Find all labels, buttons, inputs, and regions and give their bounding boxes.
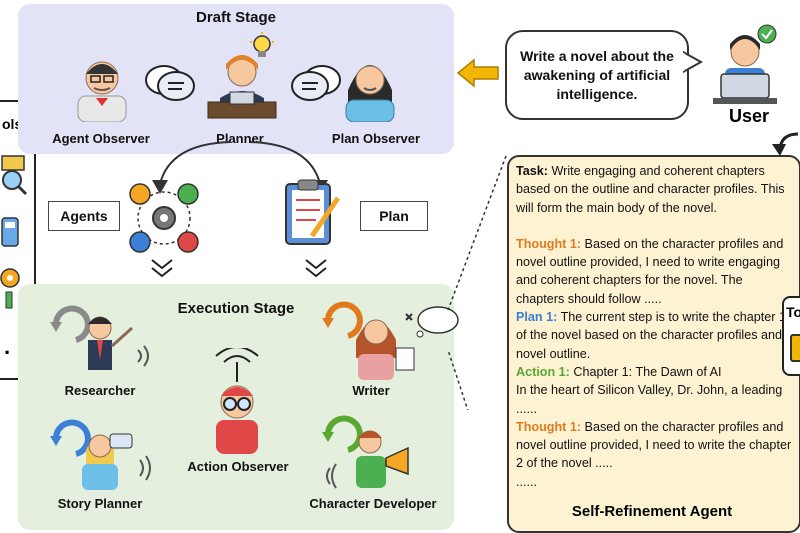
agents-network-icon bbox=[129, 183, 199, 253]
user-request-bubble: Write a novel about the awakening of art… bbox=[505, 30, 689, 120]
user-laptop-icon bbox=[713, 24, 777, 104]
plan-box: Plan bbox=[360, 201, 428, 231]
action-observer-label: Action Observer bbox=[187, 459, 289, 474]
tool-folder-icon bbox=[790, 334, 800, 362]
tool-tag-icon bbox=[1, 155, 25, 171]
arrow-left-icon bbox=[456, 58, 499, 88]
task-paragraph: Task: Write engaging and coherent chapte… bbox=[516, 164, 785, 215]
agent-observer-icon bbox=[77, 61, 127, 122]
draft-stage-title: Draft Stage bbox=[195, 9, 277, 26]
plan-1-paragraph: Plan 1: The current step is to write the… bbox=[516, 310, 786, 361]
plan-observer-icon bbox=[345, 65, 395, 122]
tools-panel-more: . bbox=[4, 334, 11, 359]
chat-bubble-icon-right bbox=[291, 65, 341, 101]
dotted-connector bbox=[447, 155, 507, 410]
chat-bubble-icon bbox=[145, 65, 195, 101]
character-developer-icon bbox=[322, 415, 409, 489]
speech-tail bbox=[683, 50, 703, 74]
chevron-down-icon-2 bbox=[305, 259, 327, 278]
self-refinement-panel bbox=[507, 155, 800, 533]
planner-icon bbox=[207, 55, 277, 119]
thought-1b-paragraph: Thought 1: Based on the character profil… bbox=[516, 419, 792, 471]
user-label: User bbox=[728, 106, 770, 126]
writer-label: Writer bbox=[352, 383, 390, 398]
tools-panel-label: ols bbox=[2, 116, 23, 132]
self-refinement-text: Task: Write engaging and coherent chapte… bbox=[516, 162, 792, 491]
researcher-icon bbox=[50, 305, 149, 370]
plan-observer-label: Plan Observer bbox=[331, 131, 421, 146]
plan-clipboard-icon bbox=[285, 179, 341, 245]
curve-arrow-icon bbox=[772, 132, 799, 156]
writer-icon bbox=[322, 301, 415, 380]
action-observer-icon bbox=[215, 348, 259, 454]
researcher-label: Researcher bbox=[64, 383, 136, 398]
tools-right-label: To bbox=[786, 304, 800, 320]
action-1-content: In the heart of Silicon Valley, Dr. John… bbox=[516, 383, 783, 416]
lightbulb-icon bbox=[250, 32, 274, 57]
action-1-paragraph: Action 1: Chapter 1: The Dawn of AI bbox=[516, 364, 722, 379]
user-request-text: Write a novel about the awakening of art… bbox=[520, 47, 674, 102]
thought-1-paragraph: Thought 1: Based on the character profil… bbox=[516, 236, 784, 306]
story-planner-label: Story Planner bbox=[57, 496, 143, 511]
story-planner-icon bbox=[50, 419, 151, 490]
tools-icons bbox=[0, 155, 28, 309]
character-developer-label: Character Developer bbox=[309, 496, 437, 511]
ellipsis-line: ...... bbox=[516, 474, 537, 489]
tools-panel-right: To bbox=[782, 296, 800, 376]
agent-observer-label: Agent Observer bbox=[52, 131, 150, 146]
execution-stage-title: Execution Stage bbox=[177, 300, 295, 317]
chevron-down-icon bbox=[151, 259, 173, 278]
magnifier-icon bbox=[2, 170, 22, 190]
self-refinement-title: Self-Refinement Agent bbox=[571, 503, 733, 520]
thought-cloud-icon bbox=[416, 306, 459, 338]
agents-box: Agents bbox=[48, 201, 120, 231]
